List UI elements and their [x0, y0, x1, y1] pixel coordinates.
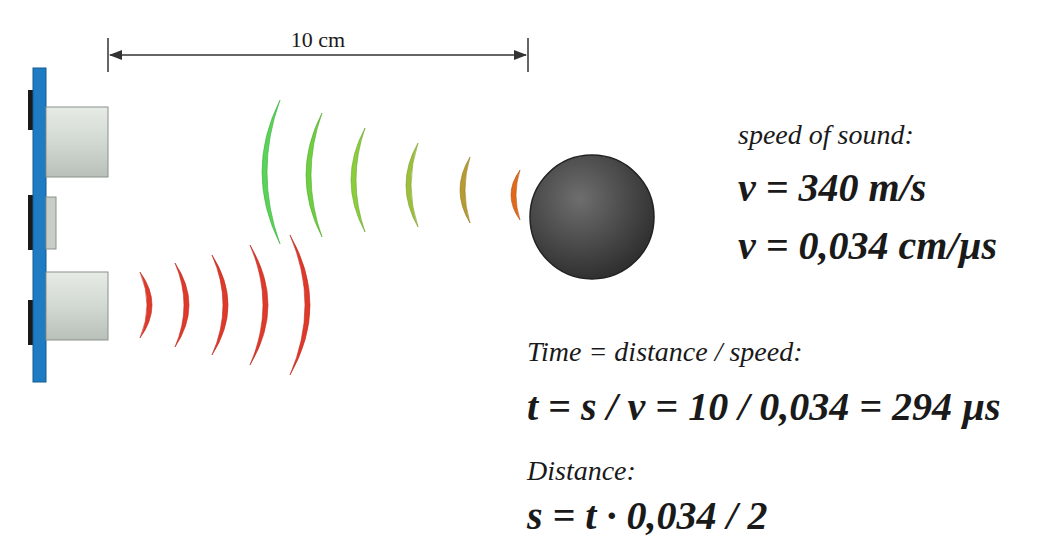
sound-wave [140, 272, 152, 338]
dimension-label: 10 cm [287, 29, 349, 51]
sound-wave [290, 235, 310, 375]
crystal [46, 197, 56, 249]
circuit-board [33, 68, 46, 382]
dimension-line [110, 54, 526, 56]
emitted-waves [140, 235, 310, 375]
formula: t = s / v = 10 / 0,034 = 294 µs [527, 387, 1001, 427]
receiver-transducer [46, 107, 108, 177]
echo-wave [460, 157, 470, 223]
arrowhead [109, 50, 122, 60]
heading-note: speed of sound: [738, 121, 914, 149]
echo-wave [306, 113, 322, 237]
sound-wave [212, 255, 228, 355]
echo-wave [406, 143, 418, 227]
arrowhead [514, 50, 527, 60]
ultrasonic-sensor [28, 68, 108, 382]
formula: v = 340 m/s [738, 168, 926, 208]
echo-waves [262, 100, 520, 244]
transmitter-transducer [46, 272, 108, 340]
formula: v = 0,034 cm/µs [738, 226, 997, 266]
sound-wave [250, 245, 268, 365]
echo-wave [351, 128, 365, 232]
heading-note: Time = distance / speed: [527, 338, 803, 366]
dimension-tick [527, 38, 529, 72]
dimension-tick [107, 38, 109, 72]
echo-wave [262, 100, 280, 244]
sound-wave [175, 263, 189, 347]
target-object [530, 155, 654, 279]
heading-note: Distance: [527, 457, 636, 485]
formula: s = t · 0,034 / 2 [527, 496, 768, 536]
echo-wave [511, 170, 520, 220]
